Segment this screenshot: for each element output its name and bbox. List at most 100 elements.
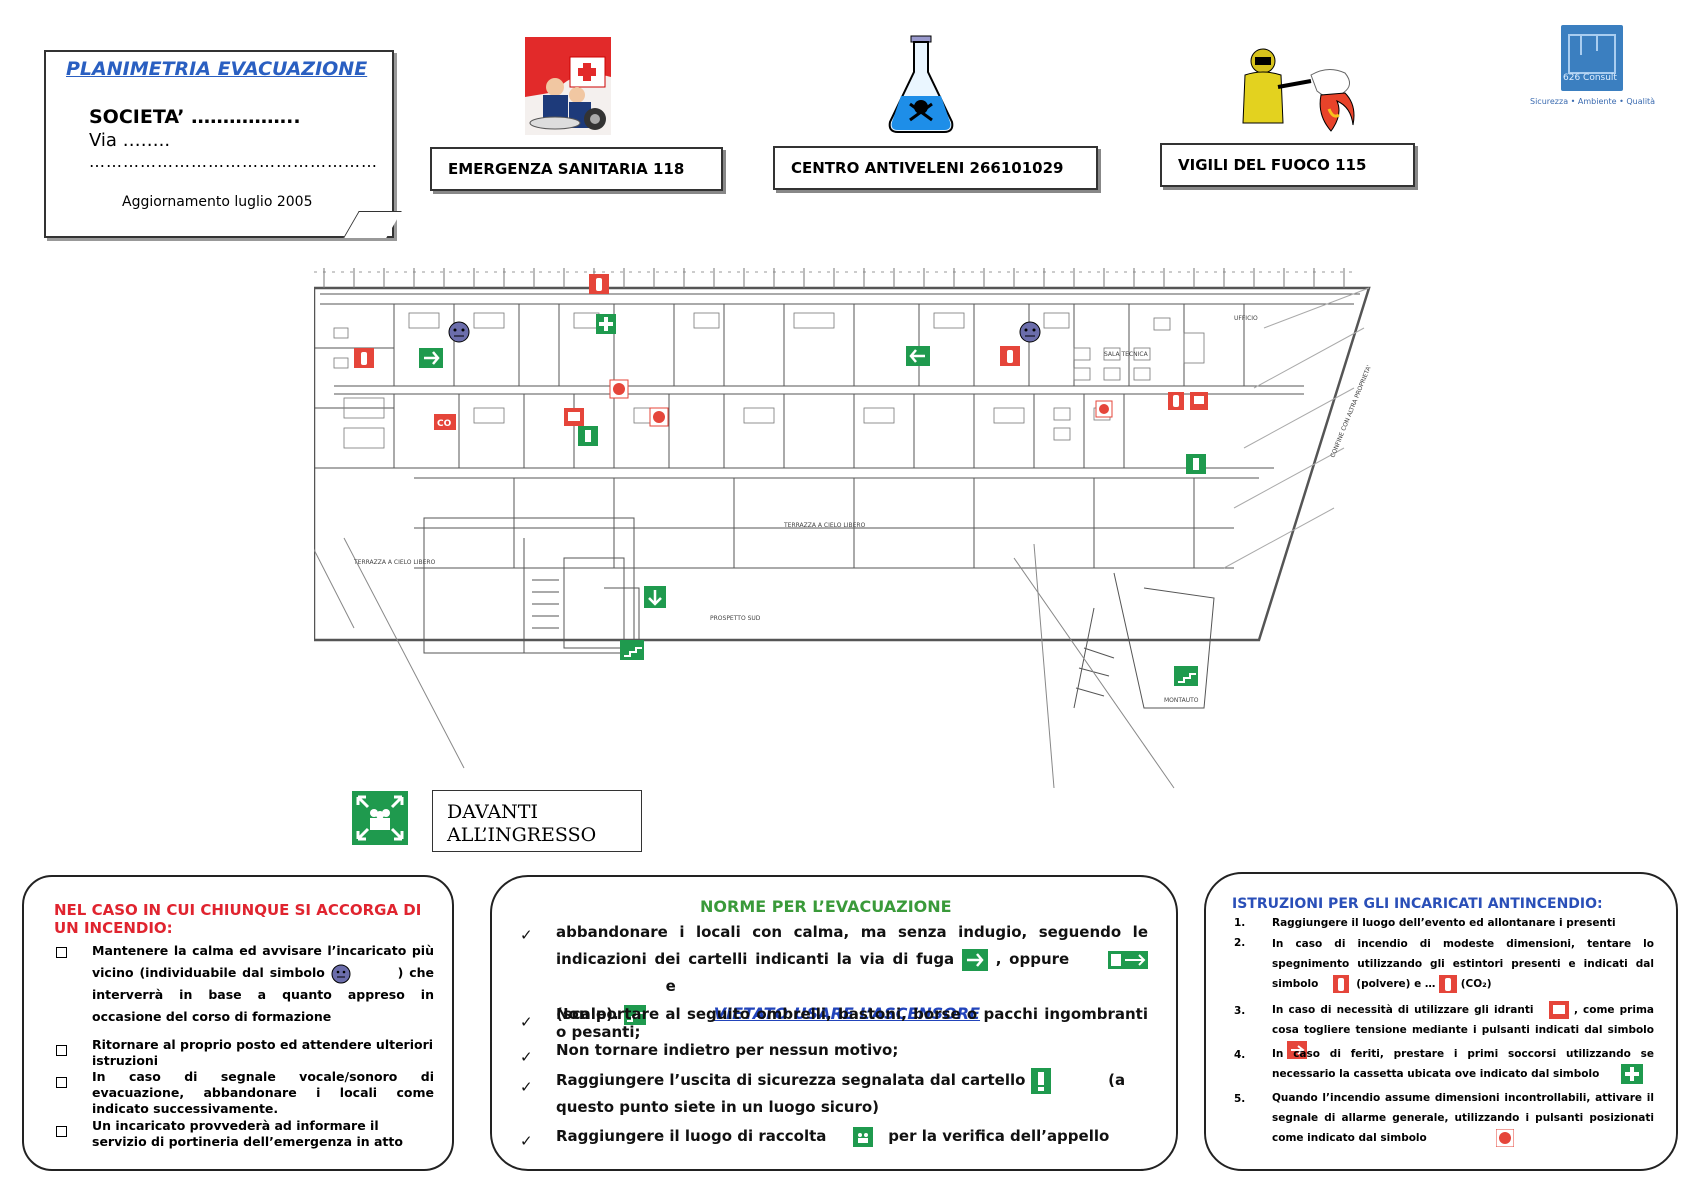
plan-label-south-view: PROSPETTO SUD	[710, 615, 761, 622]
panel3-item-3: In caso di necessità di utilizzare gli i…	[1272, 1000, 1654, 1060]
logo-tagline: Sicurezza • Ambiente • Qualità	[1530, 97, 1656, 106]
page-fold-decoration	[343, 211, 402, 238]
panel3-n4: 4.	[1234, 1049, 1246, 1061]
panel1-item1a: Mantenere la calma ed avvisare l’incaric…	[92, 943, 434, 980]
check-icon: ✓	[520, 1132, 533, 1150]
logo-name: 626 Consult	[1563, 73, 1617, 83]
first-aid-icon	[1621, 1064, 1644, 1084]
arrow-right-icon	[961, 948, 988, 971]
check-icon: ✓	[520, 1048, 533, 1066]
emergency-health-box: EMERGENZA SANITARIA 118	[430, 147, 723, 191]
panel1-item-2: Ritornare al proprio posto ed attendere …	[92, 1037, 434, 1068]
alarm-button-icon	[609, 379, 629, 399]
power-cutoff-icon	[1286, 1041, 1307, 1059]
check-icon: ✓	[520, 926, 533, 944]
title-card: PLANIMETRIA EVACUAZIONE SOCIETA’ ……………..…	[44, 50, 402, 238]
firefighter-icon	[1242, 48, 1355, 132]
panel3-item3b: , come prima cosa togliere tensione medi…	[1272, 1004, 1654, 1036]
stairs-exit-icon	[1174, 666, 1198, 686]
extinguisher-icon	[1332, 975, 1349, 993]
plan-label-boundary: CONFINE CON ALTRA PROPRIETA'	[1329, 364, 1373, 459]
checkbox-icon	[56, 1122, 67, 1141]
svg-text:CO: CO	[437, 419, 452, 429]
company-street: Via ……..	[89, 130, 171, 151]
panel2-item1d: (scale).	[556, 1005, 619, 1023]
plan-label-terrace-left: TERRAZZA A CIELO LIBERO	[353, 559, 436, 566]
panel2-item4b: (a questo punto siete in un luogo sicuro…	[556, 1071, 1126, 1116]
plan-label-office: UFFICIO	[1234, 315, 1258, 322]
panel2-item5a: Raggiungere il luogo di raccolta	[556, 1127, 827, 1145]
panel-evacuation-rules: NORME PER L’EVACUAZIONE ✓ abbandonare i …	[490, 875, 1178, 1171]
co2-extinguisher-icon: CO	[434, 414, 456, 430]
emergency-exit-icon	[578, 426, 598, 446]
panel1-item-4: Un incaricato provvederà ad informare il…	[92, 1118, 403, 1149]
logo-mark-icon	[1568, 34, 1616, 74]
panel2-item-5: Raggiungere il luogo di raccolta per la …	[556, 1124, 1148, 1148]
assembly-point-icon	[852, 1126, 873, 1147]
fire-officer-icon	[1019, 321, 1041, 343]
fire-brigade-box: VIGILI DEL FUOCO 115	[1160, 143, 1415, 187]
company-name: SOCIETA’ ……………..	[89, 106, 301, 128]
panel3-n5: 5.	[1234, 1093, 1246, 1105]
arrow-down-icon	[644, 586, 666, 608]
panel3-n3: 3.	[1234, 1005, 1246, 1017]
panel2-item-3: Non tornare indietro per nessun motivo;	[556, 1041, 899, 1059]
alarm-button-icon	[649, 407, 669, 427]
panel3-item-5: Quando l’incendio assume dimensioni inco…	[1272, 1088, 1654, 1148]
elevator-warning: VIETATO USARE L’ASCENSORE	[713, 1004, 981, 1023]
check-icon: ✓	[520, 1013, 533, 1031]
plan-label-car-lift: MONTAUTO	[1164, 697, 1199, 704]
checkbox-icon	[56, 1073, 67, 1092]
panel2-item4a: Raggiungere l’uscita di sicurezza segnal…	[556, 1071, 1026, 1089]
stairs-exit-icon	[623, 1004, 646, 1025]
panel2-item1a: abbandonare i locali con calma, ma senza…	[556, 923, 1148, 968]
panel3-item-2: In caso di incendio di modeste dimension…	[1272, 934, 1654, 994]
assembly-point-icon	[352, 791, 408, 845]
panel3-item2a: In caso di incendio di modeste dimension…	[1272, 938, 1654, 990]
panel-fire-discovery: NEL CASO IN CUI CHIUNQUE SI ACCORGA DI U…	[22, 875, 454, 1171]
arrow-right-icon	[419, 348, 443, 368]
hydrant-icon	[1548, 1001, 1569, 1019]
extinguisher-icon	[1168, 392, 1184, 410]
assembly-line-2: ALL’INGRESSO	[447, 824, 597, 846]
assembly-point-box: DAVANTI ALL’INGRESSO	[432, 790, 642, 852]
emergency-exit-icon	[1030, 1067, 1051, 1094]
panel3-n1: 1.	[1234, 917, 1246, 929]
floor-plan: TERRAZZA A CIELO LIBERO TERRAZZA A CIELO…	[314, 268, 1373, 789]
panel2-item-1: abbandonare i locali con calma, ma senza…	[556, 919, 1148, 1028]
extinguisher-icon	[1000, 346, 1020, 366]
update-date: Aggiornamento luglio 2005	[122, 194, 313, 210]
panel2-item5b: per la verifica dell’appello	[888, 1127, 1110, 1145]
assembly-line-1: DAVANTI	[447, 801, 538, 823]
emergency-exit-icon	[1186, 454, 1206, 474]
panel3-item2c: (CO₂)	[1460, 978, 1492, 990]
fire-officer-icon	[448, 321, 470, 343]
co2-extinguisher-icon	[1439, 975, 1458, 993]
extinguisher-icon	[589, 274, 609, 294]
exit-door-icon	[1107, 950, 1148, 969]
panel2-item1c: e	[665, 977, 676, 995]
panel3-item-4: In caso di feriti, prestare i primi socc…	[1272, 1044, 1654, 1084]
panel1-item1b: ) che interverrà in base a quanto appres…	[92, 965, 434, 1024]
checkbox-icon	[56, 943, 67, 962]
poison-center-box: CENTRO ANTIVELENI 266101029	[773, 146, 1098, 190]
panel2-title: NORME PER L’EVACUAZIONE	[700, 897, 952, 916]
alarm-button-icon	[1095, 400, 1113, 418]
plan-label-tech-room: SALA TECNICA	[1104, 351, 1149, 358]
company-logo: 626 Consult	[1561, 25, 1623, 91]
stairs-exit-icon	[620, 640, 644, 660]
fire-officer-icon	[331, 964, 351, 983]
checkbox-icon	[56, 1041, 67, 1060]
plan-label-terrace: TERRAZZA A CIELO LIBERO	[783, 522, 866, 529]
address-line: ……………………………………………	[89, 152, 378, 171]
check-icon: ✓	[520, 1078, 533, 1096]
panel3-item5: Quando l’incendio assume dimensioni inco…	[1272, 1092, 1654, 1144]
panel1-title: NEL CASO IN CUI CHIUNQUE SI ACCORGA DI U…	[54, 901, 422, 937]
panel1-item-3: In caso di segnale vocale/sonoro di evac…	[92, 1069, 434, 1116]
panel2-item-2: Non portare al seguito ombrelli, bastoni…	[556, 1005, 1148, 1041]
panel3-n2: 2.	[1234, 937, 1246, 949]
panel3-item-1: Raggiungere il luogo dell’evento ed allo…	[1272, 917, 1616, 929]
extinguisher-icon	[354, 348, 374, 368]
panel2-item1b: , oppure	[995, 950, 1070, 968]
panel3-title: ISTRUZIONI PER GLI INCARICATI ANTINCENDI…	[1232, 896, 1603, 912]
